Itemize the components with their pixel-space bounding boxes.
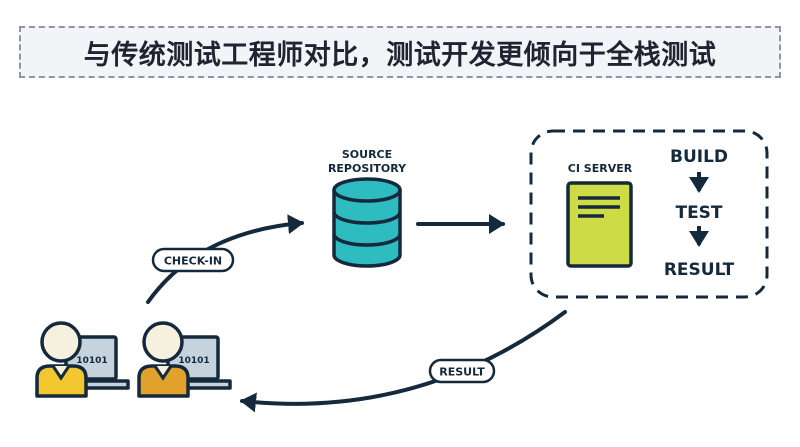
developer-1: 10101 xyxy=(35,321,130,398)
ci-server-label: CI SERVER xyxy=(568,162,633,175)
developer-2: 10101 xyxy=(137,321,232,398)
title-banner: 与传统测试工程师对比，测试开发更倾向于全栈测试 xyxy=(19,26,781,78)
database-icon xyxy=(332,177,402,268)
laptop-screen-text: 10101 xyxy=(76,356,107,366)
step-test: TEST xyxy=(675,203,722,223)
person-icon xyxy=(137,321,190,398)
source-label-line2: REPOSITORY xyxy=(328,162,407,175)
result-arrow xyxy=(240,310,567,413)
checkin-label: CHECK-IN xyxy=(164,255,222,268)
result-badge: RESULT xyxy=(428,358,496,384)
checkin-arrow xyxy=(146,214,304,304)
checkin-badge: CHECK-IN xyxy=(151,247,235,273)
ci-boundary xyxy=(529,129,769,299)
source-repository: SOURCE REPOSITORY xyxy=(328,148,407,268)
person-icon xyxy=(35,321,88,398)
laptop-screen-text: 10101 xyxy=(178,356,209,366)
source-label-line1: SOURCE xyxy=(342,148,392,161)
server-icon xyxy=(566,181,633,268)
ci-group: CI SERVER BUILD TEST RESULT xyxy=(529,129,769,299)
result-label: RESULT xyxy=(439,366,485,379)
page-title: 与传统测试工程师对比，测试开发更倾向于全栈测试 xyxy=(83,39,717,71)
step-result: RESULT xyxy=(664,260,735,280)
step-build: BUILD xyxy=(670,147,728,167)
